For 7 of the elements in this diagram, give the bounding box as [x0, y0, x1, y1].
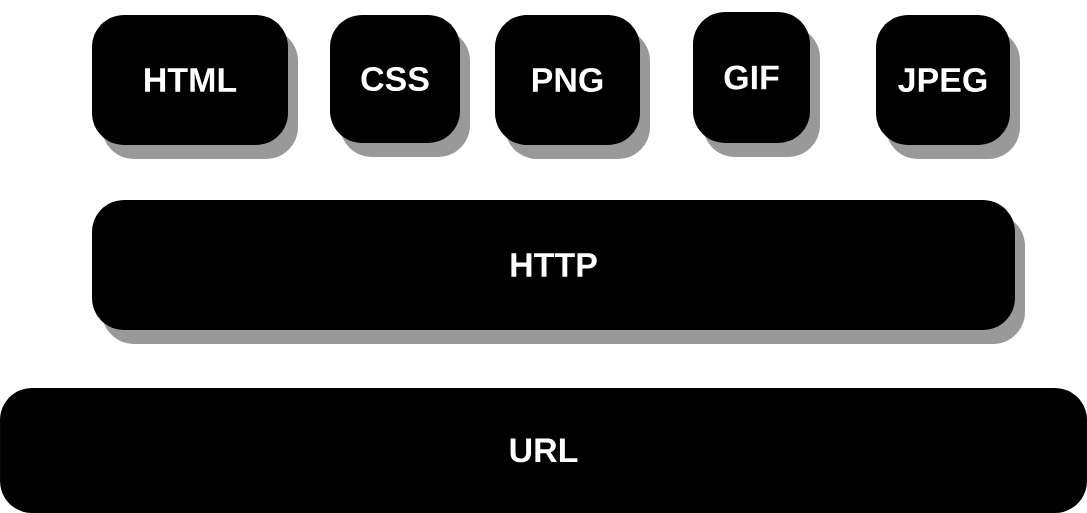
format-box: GIF — [693, 12, 810, 143]
layer-box: HTTP — [92, 200, 1015, 330]
format-box: CSS — [330, 15, 460, 143]
format-box: HTML — [92, 15, 288, 145]
format-box: PNG — [495, 15, 640, 145]
layer-box: URL — [0, 388, 1087, 513]
format-box: JPEG — [876, 15, 1010, 145]
